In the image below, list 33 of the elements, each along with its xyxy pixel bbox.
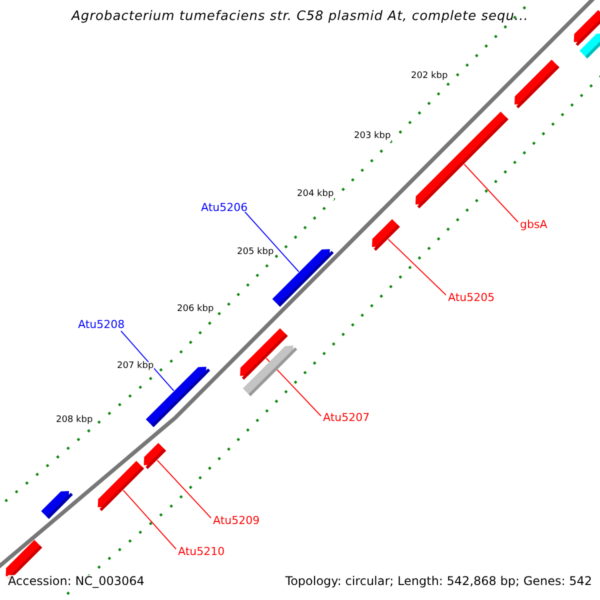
- leader-line: [122, 490, 176, 550]
- leader-line: [244, 212, 300, 272]
- gene-feature: [242, 346, 298, 396]
- gene-feature: [514, 60, 560, 108]
- leader-line: [156, 460, 212, 518]
- tick-label: 202 kbp: [411, 72, 448, 82]
- gene-label: gbsA: [520, 219, 548, 232]
- info-text: Topology: circular; Length: 542,868 bp; Genes: 542: [285, 575, 592, 588]
- info-text: Accession: NC_003064: [8, 575, 144, 588]
- gene-label: Atu5206: [201, 202, 248, 214]
- tick-label: 204 kbp: [297, 190, 334, 200]
- gene-feature: [580, 33, 600, 58]
- title: Agrobacterium tumefaciens str. C58 plasmid At, complete sequ...: [70, 10, 530, 24]
- leader-line: [266, 358, 322, 416]
- tick-label: 205 kbp: [237, 248, 274, 258]
- gene-label: Atu5205: [448, 292, 495, 304]
- tick-label: 206 kbp: [177, 305, 214, 315]
- gene-feature: [98, 460, 144, 512]
- leader-line: [388, 238, 446, 296]
- leader-line: [464, 164, 518, 222]
- gene-label: Atu5210: [178, 546, 225, 558]
- gene-label: Atu5209: [213, 515, 260, 528]
- tick-label: 208 kbp: [56, 416, 93, 426]
- gene-label: Atu5207: [323, 412, 370, 424]
- tick-label: 207 kbp: [117, 362, 154, 372]
- gene-feature: [144, 442, 166, 470]
- gene-feature: [272, 249, 334, 307]
- gene-label: Atu5208: [78, 319, 125, 332]
- tick-label: 203 kbp: [354, 132, 391, 142]
- gene-feature: [372, 219, 400, 251]
- gene-feature: [41, 490, 73, 519]
- gene-feature: [415, 112, 508, 208]
- leader-line: [120, 330, 174, 392]
